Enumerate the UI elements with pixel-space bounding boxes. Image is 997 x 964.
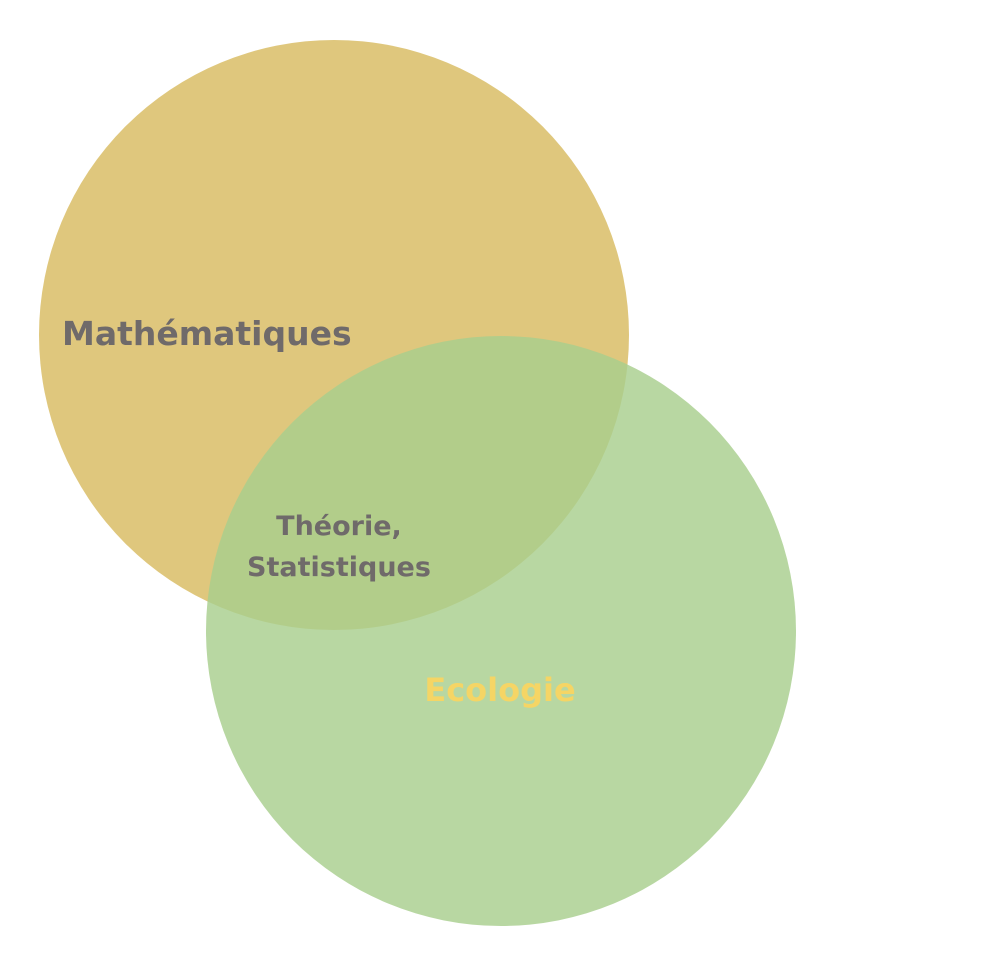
math-label: Mathématiques [62, 314, 352, 353]
intersection-label-line-2: Statistiques [247, 552, 431, 583]
intersection-label-line-1: Théorie, [276, 511, 402, 542]
ecology-label: Ecologie [424, 671, 575, 709]
ecology-circle [206, 336, 796, 926]
